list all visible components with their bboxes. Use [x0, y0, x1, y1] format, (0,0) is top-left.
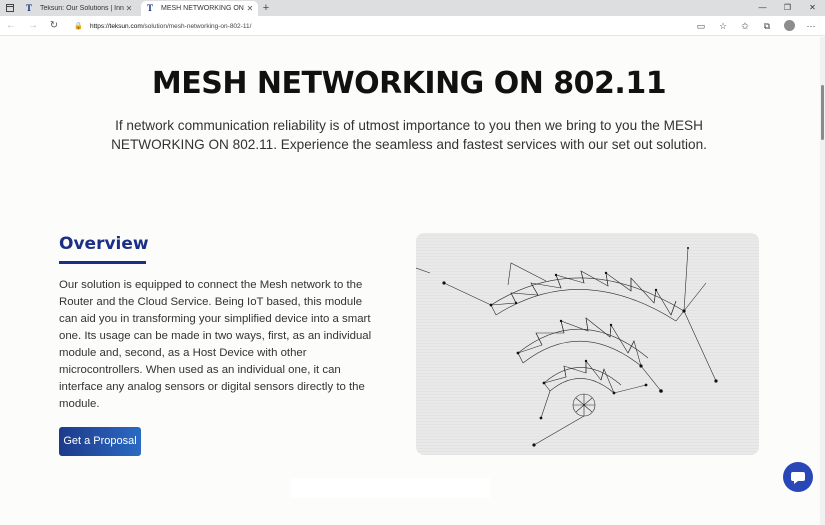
browser-toolbar: ← → ↻ 🔒 https://teksun.com/solution/mesh… [0, 16, 825, 36]
profile-icon[interactable] [781, 19, 797, 33]
toolbar-icons: ▭ ☆ ✩ ⧉ ⋯ [693, 19, 819, 33]
refresh-icon[interactable]: ↻ [49, 20, 59, 31]
chat-widget-button[interactable] [783, 462, 813, 492]
teksun-favicon-icon: T [147, 3, 154, 13]
browser-tab-mesh[interactable]: T MESH NETWORKING ON 802.11 ✕ [141, 1, 258, 16]
url-path: /solution/mesh-networking-on-802-11/ [142, 22, 252, 30]
wifi-mesh-icon [416, 247, 718, 447]
back-icon[interactable]: ← [6, 20, 16, 31]
page-subtitle: If network communication reliability is … [111, 118, 707, 152]
favorites-icon[interactable]: ✩ [741, 21, 749, 31]
close-icon[interactable]: ✕ [125, 4, 133, 13]
tab-title: Teksun: Our Solutions | Innovatio [40, 5, 124, 12]
minimize-icon[interactable]: — [758, 3, 767, 12]
address-bar[interactable]: 🔒 https://teksun.com/solution/mesh-netwo… [72, 19, 692, 33]
teksun-favicon-icon: T [26, 3, 33, 13]
close-icon[interactable]: ✕ [246, 4, 254, 13]
add-favorite-icon[interactable]: ☆ [718, 21, 728, 31]
scrollbar-thumb[interactable] [821, 85, 824, 140]
more-icon[interactable]: ⋯ [806, 21, 816, 31]
collections-icon[interactable]: ⧉ [763, 21, 771, 31]
restore-icon[interactable]: ❐ [783, 3, 792, 12]
url-host: https://teksun.com [90, 22, 143, 30]
section-divider [290, 478, 490, 498]
window-controls: — ❐ ✕ [750, 0, 825, 16]
new-tab-icon[interactable]: + [262, 2, 270, 14]
reader-view-icon[interactable]: ▭ [696, 21, 706, 31]
tab-actions-icon[interactable] [3, 0, 17, 16]
lock-icon: 🔒 [74, 23, 83, 30]
get-proposal-button[interactable]: Get a Proposal [59, 427, 141, 456]
page-title: MESH NETWORKING ON 802.11 [151, 66, 667, 101]
chat-bubble-icon [791, 472, 805, 484]
forward-icon[interactable]: → [28, 20, 38, 31]
heading-underline [59, 261, 146, 264]
close-window-icon[interactable]: ✕ [809, 3, 816, 12]
mesh-wifi-illustration [416, 233, 759, 455]
page-scrollbar[interactable] [820, 37, 825, 525]
overview-body: Our solution is equipped to connect the … [59, 279, 372, 410]
browser-tab-solutions[interactable]: T Teksun: Our Solutions | Innovatio ✕ [20, 1, 140, 16]
tab-title: MESH NETWORKING ON 802.11 [161, 5, 245, 12]
overview-heading: Overview [59, 234, 149, 254]
browser-tab-bar: T Teksun: Our Solutions | Innovatio ✕ T … [0, 0, 825, 16]
